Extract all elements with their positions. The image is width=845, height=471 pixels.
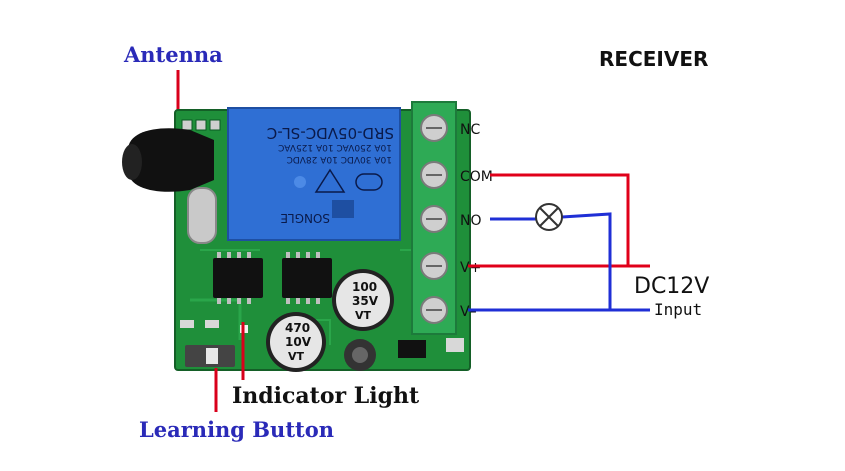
diagram-title: RECEIVER — [599, 47, 708, 71]
terminal-label-nc: NC — [460, 122, 480, 138]
capacitor-small: 470 10V VT — [266, 312, 326, 372]
relay-rating-2: 10A 30VDC 10A 28VDC — [287, 154, 392, 164]
cap-large-line-2: 35V — [352, 294, 379, 308]
antenna-coil — [122, 128, 214, 192]
lamp-icon — [535, 203, 563, 231]
relay-brand-text: SONGLE — [280, 211, 330, 225]
terminal-label-no: NO — [460, 213, 482, 229]
terminal-label-vminus: V– — [460, 304, 477, 320]
relay-rating-1: 10A 250VAC 10A 125VAC — [278, 142, 392, 152]
indicator-light-label: Indicator Light — [232, 383, 420, 409]
wire-lamp-blue — [561, 212, 612, 310]
wiring — [468, 173, 650, 312]
terminal-label-com: COM — [460, 169, 493, 185]
wire-com-red — [490, 173, 630, 266]
cap-large-line-1: 100 — [352, 280, 377, 294]
relay-model-text: SRD-05VDC-SL-C — [267, 124, 394, 142]
dc-voltage-label: DC12V — [634, 274, 709, 299]
cap-small-line-3: VT — [288, 350, 305, 363]
capacitor-large: 100 35V VT — [332, 269, 394, 331]
learning-button-label: Learning Button — [139, 417, 334, 442]
cap-large-line-3: VT — [355, 309, 372, 322]
antenna-label: Antenna — [123, 42, 223, 67]
terminal-label-vplus: V+ — [460, 260, 481, 276]
cap-small-line-2: 10V — [285, 335, 312, 349]
cap-small-line-1: 470 — [285, 321, 310, 335]
terminal-block: NC COM NO V+ V– — [411, 101, 493, 335]
input-label: Input — [654, 300, 702, 319]
relay: SRD-05VDC-SL-C 10A 250VAC 10A 125VAC 10A… — [227, 107, 401, 241]
